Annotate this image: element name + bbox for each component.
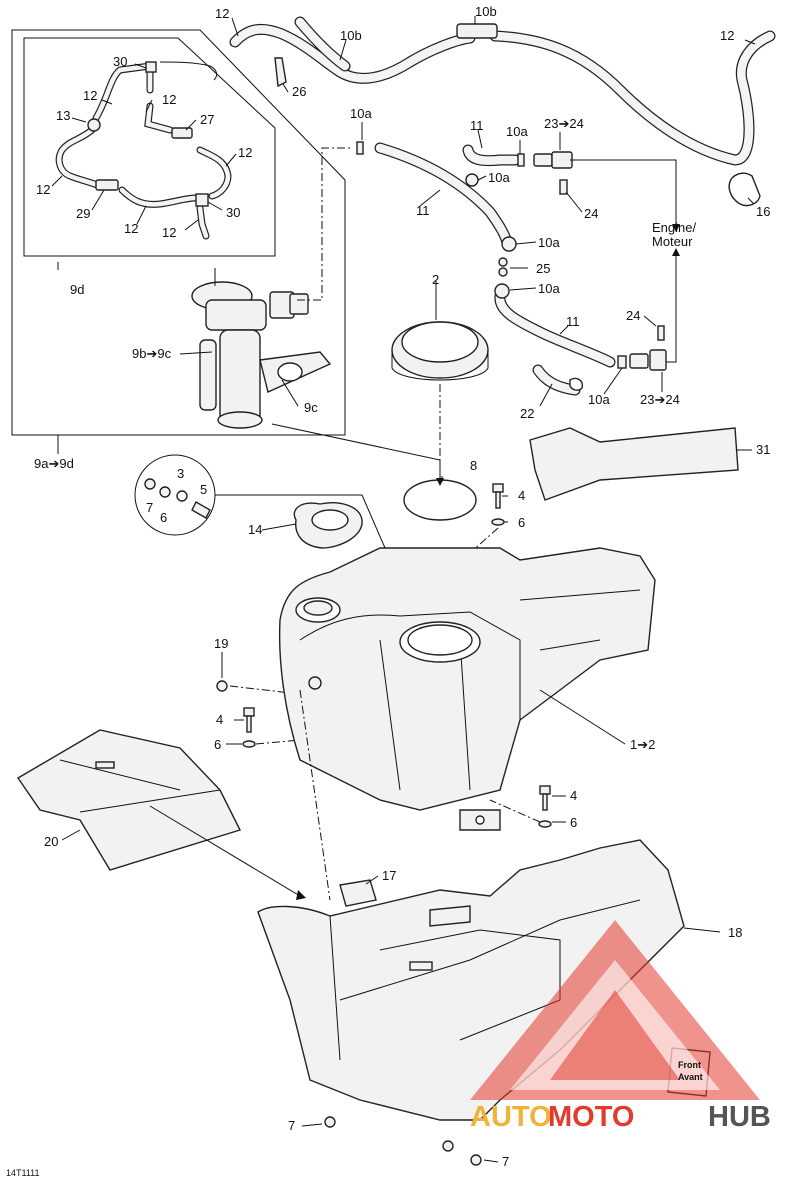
label-24-b: 24 — [626, 308, 640, 323]
label-5: 5 — [200, 482, 207, 497]
label-29: 29 — [76, 206, 90, 221]
label-18: 18 — [728, 925, 742, 940]
label-9d: 9d — [70, 282, 84, 297]
label-22: 22 — [520, 406, 534, 421]
tank-bolts — [216, 483, 552, 828]
label-12-g: 12 — [162, 225, 176, 240]
label-10a-f: 10a — [588, 392, 610, 407]
label-7-b: 7 — [288, 1118, 295, 1133]
label-12-c: 12 — [162, 92, 176, 107]
skid-plate — [16, 729, 306, 900]
pump-internal-hoses — [55, 61, 232, 240]
label-9b-9c: 9b➔9c — [132, 346, 172, 361]
label-10b-top: 10b — [475, 4, 497, 19]
label-23-24-b: 23➔24 — [640, 392, 680, 407]
label-20: 20 — [44, 834, 58, 849]
label-3: 3 — [177, 466, 184, 481]
label-6-a: 6 — [160, 510, 167, 525]
watermark-auto: AUTO — [470, 1101, 552, 1133]
label-6-d: 6 — [570, 815, 577, 830]
label-12-b: 12 — [83, 88, 97, 103]
label-4-c: 4 — [570, 788, 577, 803]
front-label-fr: Avant — [678, 1072, 703, 1082]
label-6-b: 6 — [518, 515, 525, 530]
label-17: 17 — [382, 868, 396, 883]
fastener-detail — [134, 454, 386, 549]
label-12-e: 12 — [36, 182, 50, 197]
label-12-f: 12 — [124, 221, 138, 236]
label-10a-e: 10a — [538, 281, 560, 296]
label-25: 25 — [536, 261, 550, 276]
callout-labels: 12 10b 10b 12 26 30 12 12 13 27 12 12 29… — [6, 4, 770, 1178]
label-9a-9d: 9a➔9d — [34, 456, 74, 471]
fuel-pump-inset-frame — [11, 29, 346, 436]
ring-nut — [391, 321, 489, 470]
engine-label-fr: Moteur — [652, 234, 693, 249]
leader-lines — [51, 16, 756, 1163]
label-11-b: 11 — [416, 203, 430, 218]
fuel-line-assembly — [356, 141, 680, 396]
heat-shield — [529, 427, 739, 501]
label-10a-top: 10a — [350, 106, 372, 121]
label-12-a: 12 — [215, 6, 229, 21]
label-9c: 9c — [304, 400, 318, 415]
label-1-2: 1➔2 — [630, 737, 655, 752]
label-2: 2 — [432, 272, 439, 287]
engine-label-en: Engine/ — [652, 220, 696, 235]
label-14: 14 — [248, 522, 262, 537]
top-vent-hoses — [229, 16, 776, 207]
fuel-tank — [278, 547, 656, 901]
label-19: 19 — [214, 636, 228, 651]
label-8: 8 — [470, 458, 477, 473]
label-10a-b: 10a — [506, 124, 528, 139]
front-label-en: Front — [678, 1060, 701, 1070]
label-12-right: 12 — [720, 28, 734, 43]
label-10b-hose: 10b — [340, 28, 362, 43]
label-23-24-a: 23➔24 — [544, 116, 584, 131]
label-11-c: 11 — [566, 314, 580, 329]
foam-block — [339, 879, 377, 907]
label-12-d: 12 — [238, 145, 252, 160]
label-30-a: 30 — [113, 54, 127, 69]
label-13: 13 — [56, 108, 70, 123]
fuel-cap — [293, 502, 363, 549]
fuel-pump-assembly — [191, 147, 352, 429]
label-24-a: 24 — [584, 206, 598, 221]
label-16: 16 — [756, 204, 770, 219]
watermark-moto: MOTO — [548, 1101, 634, 1133]
watermark-hub: HUB — [708, 1101, 771, 1133]
drawing-code: 14T1111 — [6, 1168, 40, 1178]
label-4-a: 4 — [518, 488, 525, 503]
label-31: 31 — [756, 442, 770, 457]
label-7-c: 7 — [502, 1154, 509, 1169]
label-7-a: 7 — [146, 500, 153, 515]
label-27: 27 — [200, 112, 214, 127]
label-30-b: 30 — [226, 205, 240, 220]
label-4-b: 4 — [216, 712, 223, 727]
label-6-c: 6 — [214, 737, 221, 752]
label-11-a: 11 — [470, 118, 484, 133]
gasket — [403, 466, 477, 521]
watermark-logo: AUTO MOTO HUB — [470, 920, 771, 1133]
label-10a-d: 10a — [538, 235, 560, 250]
label-10a-c: 10a — [488, 170, 510, 185]
label-26: 26 — [292, 84, 306, 99]
